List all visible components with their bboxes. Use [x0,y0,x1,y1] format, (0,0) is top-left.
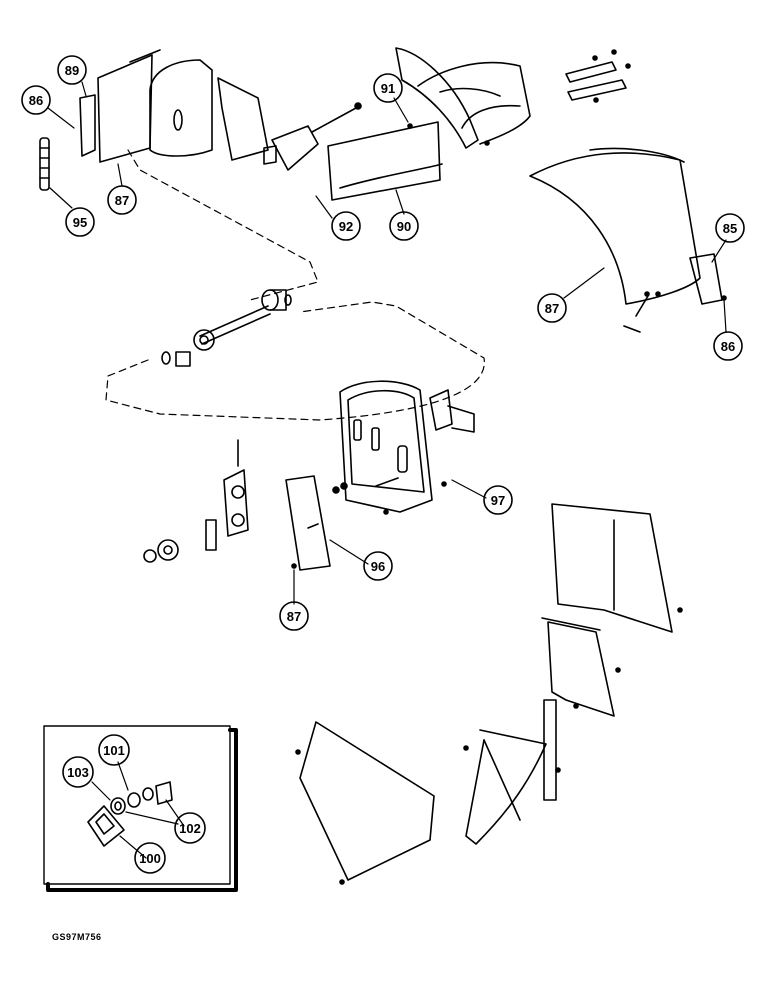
left-shield-assembly [79,49,362,171]
callout-86: 86 [29,93,43,108]
spacer-plate-96 [285,475,331,571]
callout-101: 101 [103,743,125,758]
callout-87: 87 [115,193,129,208]
side-plate-97 [332,380,475,515]
mounting-strips [565,49,631,103]
callout-86: 86 [721,339,735,354]
callout-87: 87 [287,609,301,624]
callout-103: 103 [67,765,89,780]
reference-code: GS97M756 [52,932,102,942]
callout-100: 100 [139,851,161,866]
spring-95 [39,137,50,191]
callout-95: 95 [73,215,87,230]
bottom-panels [295,721,547,885]
shaft-assembly [161,289,292,367]
callout-90: 90 [397,219,411,234]
callout-87: 87 [545,301,559,316]
callouts: 86 89 87 95 91 92 90 85 87 86 97 96 87 1… [21,55,745,874]
callout-92: 92 [339,219,353,234]
leader-lines [47,81,727,859]
curved-shield-panel [529,147,727,333]
callout-102: 102 [179,821,201,836]
callout-89: 89 [65,63,79,78]
callout-85: 85 [723,221,737,236]
right-panels [541,503,683,801]
callout-91: 91 [381,81,395,96]
dashed-assembly-lines [105,149,485,421]
callout-96: 96 [371,559,385,574]
drum-housing-assembly [327,47,531,201]
bearing-parts [143,439,249,563]
inset-detail [43,725,238,892]
callout-97: 97 [491,493,505,508]
